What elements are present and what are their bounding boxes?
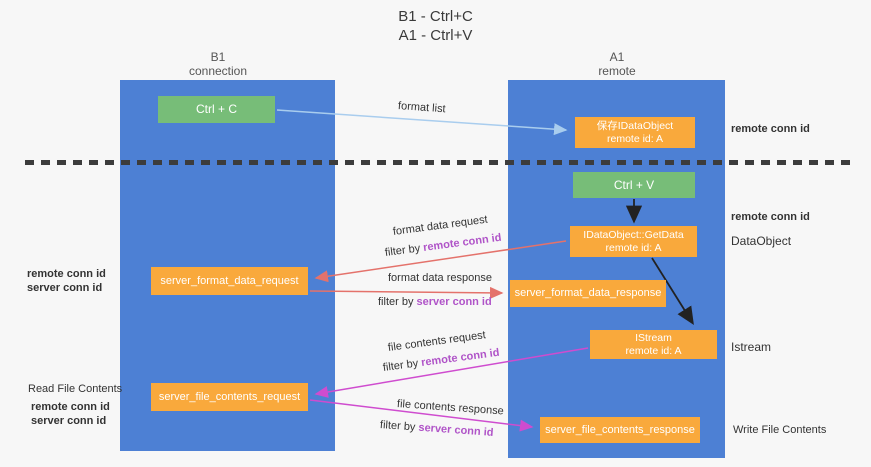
save-dataobject-line2: remote id: A: [606, 132, 664, 145]
arrow-format-data-response: [309, 286, 504, 299]
left-remote-conn-id-1: remote conn id: [27, 268, 106, 280]
remote-conn-id-text: remote conn id: [420, 346, 501, 369]
filter-by-server-conn-id-label-1: filter by server conn id: [378, 296, 492, 308]
filter-by-text: filter by: [382, 357, 422, 374]
server-conn-id-text: server conn id: [418, 421, 494, 439]
save-dataobject-line1: 保存IDataObject: [596, 119, 674, 132]
istream-line1: IStream: [635, 331, 672, 344]
filter-by-text: filter by: [378, 296, 417, 308]
title-line-1: B1 - Ctrl+C: [398, 8, 473, 25]
ctrl-c-label: Ctrl + C: [195, 102, 237, 116]
server-file-contents-request-box: server_file_contents_request: [151, 383, 308, 411]
diagram-title: B1 - Ctrl+C A1 - Ctrl+V: [0, 7, 871, 45]
idataobject-getdata-box: IDataObject::GetData remote id: A: [570, 226, 697, 257]
ctrl-c-box: Ctrl + C: [158, 96, 275, 123]
lane-b1-role: connection: [188, 64, 248, 78]
server-file-contents-response-box: server_file_contents_response: [540, 417, 700, 443]
read-file-contents-label: Read File Contents: [28, 383, 123, 395]
getdata-line2: remote id: A: [605, 241, 662, 254]
save-dataobject-box: 保存IDataObject remote id: A: [575, 117, 695, 148]
lane-a1-role: remote: [598, 64, 636, 78]
lane-header-a1: A1 remote: [557, 50, 677, 78]
istream-line2: remote id: A: [625, 344, 682, 357]
istream-side-label: Istream: [731, 340, 772, 354]
left-server-conn-id-2: server conn id: [31, 415, 107, 427]
file-request-label: server_file_contents_request: [158, 390, 301, 403]
lane-header-b1: B1 connection: [158, 50, 278, 78]
server-format-data-request-box: server_format_data_request: [151, 267, 308, 295]
server-conn-id-text: server conn id: [416, 296, 492, 308]
ctrl-v-label: Ctrl + V: [613, 177, 655, 192]
lane-a1-name: A1: [609, 50, 625, 64]
dataobject-label: DataObject: [731, 234, 792, 248]
left-remote-conn-id-2: remote conn id: [31, 401, 110, 413]
format-response-label: server_format_data_response: [514, 287, 662, 299]
title-line-2: A1 - Ctrl+V: [398, 27, 473, 44]
right-remote-conn-id-top: remote conn id: [731, 123, 810, 135]
filter-by-server-conn-id-label-2: filter by server conn id: [380, 419, 494, 439]
format-request-label: server_format_data_request: [160, 274, 299, 287]
write-file-contents-label: Write File Contents: [733, 424, 827, 436]
filter-by-text: filter by: [384, 242, 424, 259]
ctrl-v-box: Ctrl + V: [573, 172, 695, 198]
server-format-data-response-box: server_format_data_response: [510, 280, 666, 307]
format-list-label: format list: [397, 100, 446, 116]
remote-conn-id-text: remote conn id: [422, 231, 503, 254]
file-response-label: server_file_contents_response: [545, 423, 695, 436]
file-contents-response-label: file contents response: [396, 398, 505, 418]
istream-box: IStream remote id: A: [590, 330, 717, 359]
filter-by-text: filter by: [379, 419, 419, 434]
right-remote-conn-id-mid: remote conn id: [731, 211, 810, 223]
phase-divider-dashed-line: [25, 160, 851, 165]
lane-b1-name: B1: [210, 50, 226, 64]
format-data-response-label: format data response: [388, 272, 492, 284]
left-server-conn-id-1: server conn id: [27, 282, 103, 294]
getdata-line1: IDataObject::GetData: [583, 228, 684, 241]
